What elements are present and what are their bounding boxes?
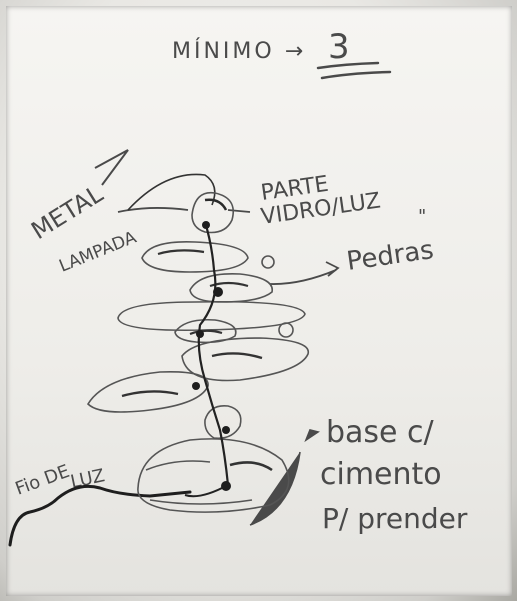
power-cable bbox=[10, 486, 190, 545]
base-label-line2: cimento bbox=[320, 457, 442, 492]
pedras-label: Pedras bbox=[345, 235, 436, 277]
base-label-line1: base c/ bbox=[326, 415, 435, 450]
metal-label: METAL bbox=[26, 179, 108, 245]
parte-pointer bbox=[228, 210, 250, 212]
title-text: MÍNIMO → bbox=[172, 38, 306, 64]
metal-pointer bbox=[95, 150, 128, 185]
metal-arc bbox=[128, 174, 215, 210]
pedras-arrow bbox=[270, 262, 338, 284]
lampada-label: LAMPADA bbox=[56, 227, 139, 276]
base-pointer bbox=[250, 430, 318, 525]
quote-mark: " bbox=[418, 206, 426, 227]
title-number: 3 bbox=[328, 27, 350, 67]
light-points bbox=[192, 221, 231, 491]
base-label-line3: P/ prender bbox=[322, 502, 468, 535]
